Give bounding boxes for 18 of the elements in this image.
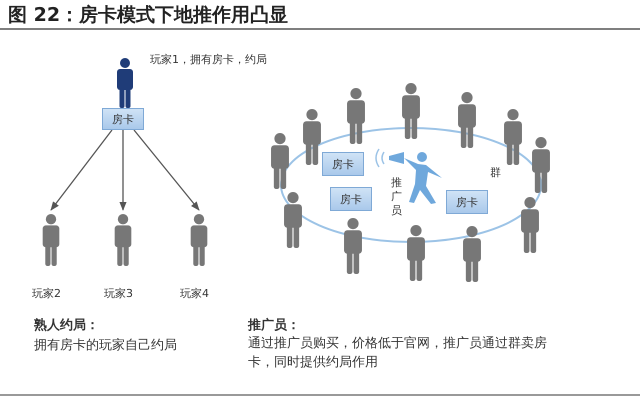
vertical-label: 推广员: [391, 176, 403, 218]
note-text: 拥有房卡的玩家自己约局: [34, 337, 177, 354]
card-box: 房卡: [102, 108, 144, 130]
title: 图 22：房卡模式下地推作用凸显: [8, 3, 288, 28]
arrow: [134, 130, 200, 211]
card-box: 房卡: [322, 152, 364, 176]
player-label: 玩家1，拥有房卡，约局: [150, 52, 268, 68]
card-box: 房卡: [330, 187, 372, 211]
player-label: 玩家3: [104, 286, 133, 301]
note-heading: 熟人约局：: [34, 317, 99, 334]
player-label: 玩家4: [180, 286, 209, 301]
vertical-label: 群: [490, 166, 502, 180]
card-box: 房卡: [446, 190, 488, 214]
arrow: [119, 130, 127, 211]
arrow: [50, 130, 113, 211]
player-label: 玩家2: [32, 286, 61, 301]
note-heading: 推广员：: [248, 316, 300, 334]
note-text: 通过推广员购买，价格低于官网，推广员通过群卖房卡，同时提供约局作用: [248, 335, 548, 372]
